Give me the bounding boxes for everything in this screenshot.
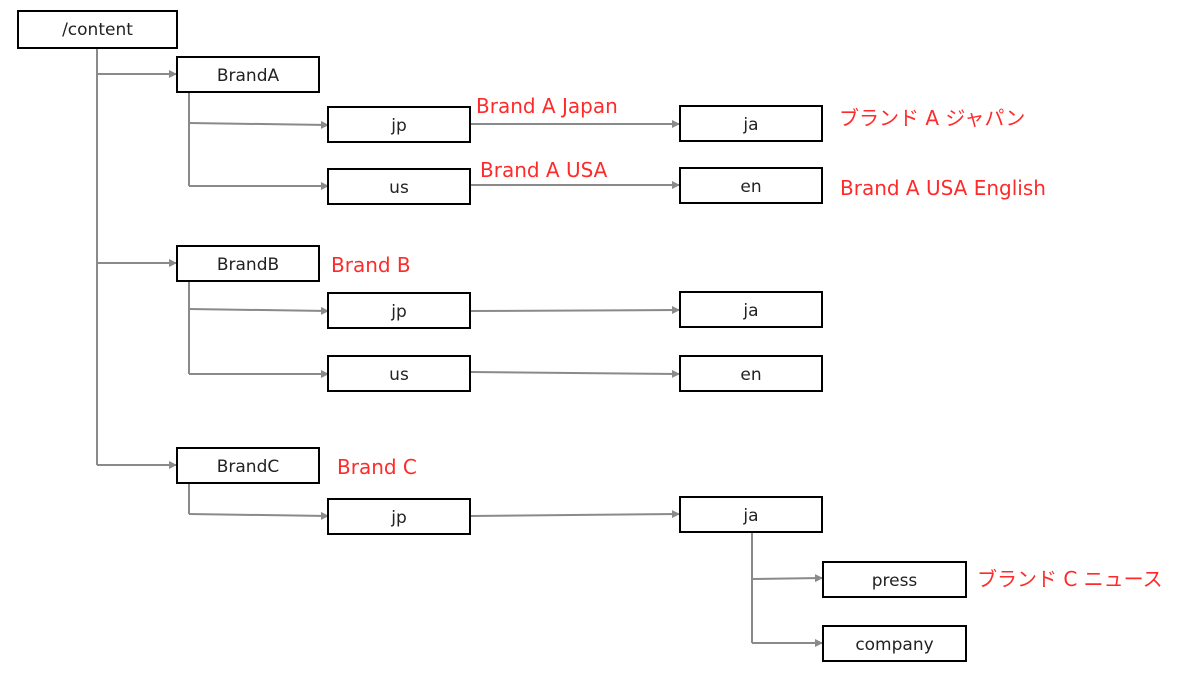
node-brand-c[interactable]: BrandC <box>176 447 320 484</box>
edges <box>96 49 823 647</box>
node-brand-c-jp-ja-label: ja <box>742 506 758 526</box>
node-brand-a-label: BrandA <box>217 66 280 86</box>
node-brand-b-jp-label: jp <box>390 302 407 322</box>
node-brand-b-jp[interactable]: jp <box>327 292 471 329</box>
node-root-label: /content <box>62 20 133 40</box>
annotation-brand-a-japan: Brand A Japan <box>476 94 618 118</box>
edge-brand-c-jp-ja <box>470 510 680 519</box>
node-brand-c-jp-ja[interactable]: ja <box>679 496 823 533</box>
annotation-brand-a-usa: Brand A USA <box>480 158 608 182</box>
node-brand-a-us[interactable]: us <box>327 168 471 205</box>
node-brand-b-label: BrandB <box>217 255 279 275</box>
node-brand-a[interactable]: BrandA <box>176 56 320 93</box>
node-brand-b-us-en-label: en <box>740 365 761 385</box>
node-brand-a-us-en[interactable]: en <box>679 167 823 204</box>
edge-brand-b-us-en <box>470 369 680 378</box>
node-brand-c-jp-label: jp <box>390 508 407 528</box>
annotation-brand-b: Brand B <box>331 253 411 277</box>
edge-ja-press <box>751 574 823 583</box>
node-brand-a-jp[interactable]: jp <box>327 106 471 143</box>
node-brand-c-press-label: press <box>872 571 918 591</box>
node-brand-b-us-label: us <box>389 365 409 385</box>
node-brand-a-us-en-label: en <box>740 177 761 197</box>
edge-brand-b-jp <box>188 306 329 315</box>
node-brand-b-us[interactable]: us <box>327 355 471 392</box>
edge-brand-a-jp <box>188 120 329 129</box>
annotation-brand-a-ja: ブランド A ジャパン <box>839 106 1025 130</box>
node-brand-b-jp-ja[interactable]: ja <box>679 291 823 328</box>
node-brand-a-us-label: us <box>389 178 409 198</box>
node-brand-a-jp-ja-label: ja <box>742 115 758 135</box>
annotations: Brand A Japan ブランド A ジャパン Brand A USA Br… <box>331 94 1163 591</box>
node-brand-a-jp-label: jp <box>390 116 407 136</box>
edge-brand-c-jp <box>188 511 329 520</box>
node-brand-c-label: BrandC <box>217 457 280 477</box>
node-brand-b-jp-ja-label: ja <box>742 301 758 321</box>
node-brand-a-jp-ja[interactable]: ja <box>679 105 823 142</box>
node-brand-c-jp[interactable]: jp <box>327 498 471 535</box>
annotation-brand-c-news: ブランド C ニュース <box>977 567 1163 591</box>
node-brand-b-us-en[interactable]: en <box>679 355 823 392</box>
node-brand-c-company[interactable]: company <box>822 625 967 662</box>
node-brand-b[interactable]: BrandB <box>176 245 320 282</box>
annotation-brand-c: Brand C <box>337 455 417 479</box>
node-brand-c-company-label: company <box>855 635 933 655</box>
annotation-brand-a-usa-english: Brand A USA English <box>840 176 1046 200</box>
node-root[interactable]: /content <box>17 10 178 49</box>
edge-brand-b-jp-ja <box>470 306 680 315</box>
node-brand-c-press[interactable]: press <box>822 561 967 598</box>
